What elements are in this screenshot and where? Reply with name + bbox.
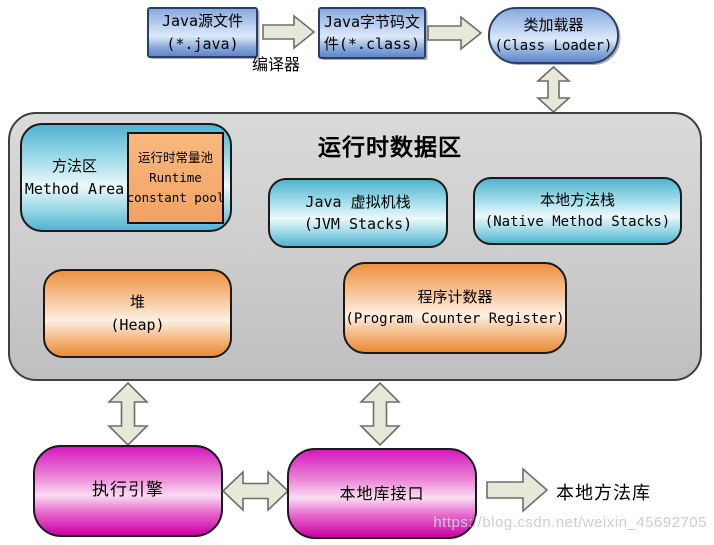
jvm-stacks-box: Java 虚拟机栈 (JVM Stacks) bbox=[268, 178, 448, 248]
method-area-label-line2: Method Area bbox=[24, 179, 125, 198]
native-method-libraries-label: 本地方法库 bbox=[556, 483, 651, 504]
load-arrow-right-icon bbox=[427, 15, 483, 51]
java-source-file-box: Java源文件 (*.java) bbox=[147, 7, 258, 58]
interface-libraries-arrow-right-icon bbox=[486, 467, 549, 513]
java-source-file-label-line1: Java源文件 bbox=[161, 12, 244, 30]
method-area-label-line1: 方法区 bbox=[51, 157, 97, 175]
pc-register-label-line1: 程序计数器 bbox=[417, 288, 493, 307]
constant-pool-label-line3: constant pool bbox=[126, 189, 225, 205]
compile-arrow-right-icon bbox=[262, 14, 316, 50]
compiler-label: 编译器 bbox=[252, 55, 301, 74]
jvm-stacks-label-line2: (JVM Stacks) bbox=[303, 215, 413, 233]
runtime-engine-double-arrow-vertical-icon bbox=[107, 381, 149, 447]
runtime-data-area-title: 运行时数据区 bbox=[318, 135, 462, 161]
method-area-box: 方法区 Method Area 运行时常量池 Runtime constant … bbox=[20, 123, 232, 232]
engine-interface-double-arrow-horizontal-icon bbox=[221, 470, 290, 512]
constant-pool-label-line2: Runtime bbox=[149, 169, 202, 185]
runtime-interface-double-arrow-vertical-icon bbox=[359, 381, 401, 447]
native-library-interface-box: 本地库接口 bbox=[287, 448, 477, 539]
program-counter-register-box: 程序计数器 (Program Counter Register) bbox=[343, 262, 567, 354]
pc-register-label-line2: (Program Counter Register) bbox=[345, 310, 565, 327]
class-loader-box: 类加载器 (Class Loader) bbox=[488, 7, 619, 64]
method-area-label: 方法区 Method Area bbox=[22, 155, 127, 200]
java-bytecode-label-line2: 件(*.class) bbox=[323, 35, 421, 53]
class-loader-label-line1: 类加载器 bbox=[523, 15, 584, 34]
execution-engine-box: 执行引擎 bbox=[33, 445, 223, 537]
watermark-url: https://blog.csdn.net/weixin_45692705 bbox=[433, 514, 707, 531]
heap-label-line2: (Heap) bbox=[110, 315, 165, 334]
jvm-stacks-label-line1: Java 虚拟机栈 bbox=[305, 192, 411, 211]
native-library-interface-label: 本地库接口 bbox=[339, 483, 425, 503]
classloader-runtime-double-arrow-vertical-icon bbox=[535, 65, 572, 114]
java-bytecode-label-line1: Java字节码文 bbox=[323, 12, 421, 31]
heap-label-line1: 堆 bbox=[129, 293, 145, 311]
heap-box: 堆 (Heap) bbox=[43, 269, 232, 358]
runtime-constant-pool-box: 运行时常量池 Runtime constant pool bbox=[126, 131, 225, 224]
native-method-stacks-label-line2: (Native Method Stacks) bbox=[484, 213, 671, 230]
class-loader-label-line2: (Class Loader) bbox=[494, 38, 613, 55]
java-source-file-label-line2: (*.java) bbox=[166, 34, 239, 53]
native-method-stacks-box: 本地方法栈 (Native Method Stacks) bbox=[473, 177, 682, 245]
java-bytecode-file-box: Java字节码文 件(*.class) bbox=[318, 7, 426, 59]
native-method-stacks-label-line1: 本地方法栈 bbox=[539, 191, 615, 210]
execution-engine-label: 执行引擎 bbox=[92, 480, 164, 501]
constant-pool-label-line1: 运行时常量池 bbox=[137, 149, 213, 165]
